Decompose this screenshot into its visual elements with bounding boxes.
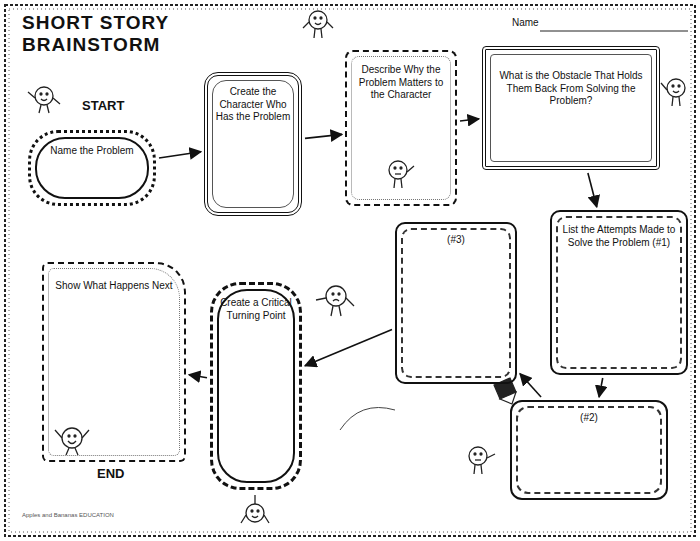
flow-arrow	[305, 134, 342, 138]
box-heading: Create the Character Who Has the Problem	[208, 86, 298, 124]
flow-arrow	[460, 119, 479, 121]
flow-arrow	[588, 173, 597, 207]
story-box: Create a Critical Turning Point	[210, 282, 302, 490]
box-heading: (#2)	[512, 412, 666, 425]
box-heading: List the Attempts Made to Solve the Prob…	[552, 224, 686, 249]
flow-arrow	[520, 374, 541, 397]
box-heading: Name the Problem	[31, 145, 153, 158]
story-box: Show What Happens Next	[42, 262, 186, 462]
story-box: (#3)	[395, 222, 517, 384]
story-box: What is the Obstacle That Holds Them Bac…	[482, 46, 660, 170]
box-heading: What is the Obstacle That Holds Them Bac…	[486, 70, 656, 108]
flow-marker: START	[82, 98, 124, 113]
credit: Apples and Bananas EDUCATION	[22, 512, 114, 518]
story-box: Name the Problem	[28, 130, 156, 206]
box-heading: Create a Critical Turning Point	[213, 297, 299, 322]
box-trim	[401, 228, 511, 378]
flow-arrow	[599, 378, 603, 397]
flow-arrow	[189, 375, 207, 378]
story-box: Describe Why the Problem Matters to the …	[345, 50, 457, 206]
page-border-inner	[9, 9, 691, 532]
cartoon-characters	[28, 11, 685, 523]
flow-marker: END	[97, 466, 124, 481]
story-box: (#2)	[510, 400, 668, 500]
page-border	[5, 5, 695, 536]
story-box: Create the Character Who Has the Problem	[204, 72, 302, 216]
box-heading: Describe Why the Problem Matters to the …	[347, 64, 455, 102]
flow-arrow	[159, 152, 201, 158]
name-field: Name	[512, 17, 539, 28]
name-line	[540, 31, 688, 32]
pencil-icon	[494, 378, 516, 404]
box-trim	[48, 268, 180, 456]
heart-doodle	[340, 408, 395, 431]
box-heading: Show What Happens Next	[44, 280, 184, 293]
title: SHORT STORY BRAINSTORM	[22, 12, 197, 56]
story-box: List the Attempts Made to Solve the Prob…	[550, 210, 688, 375]
box-heading: (#3)	[397, 234, 515, 247]
flow-arrow	[305, 330, 392, 366]
